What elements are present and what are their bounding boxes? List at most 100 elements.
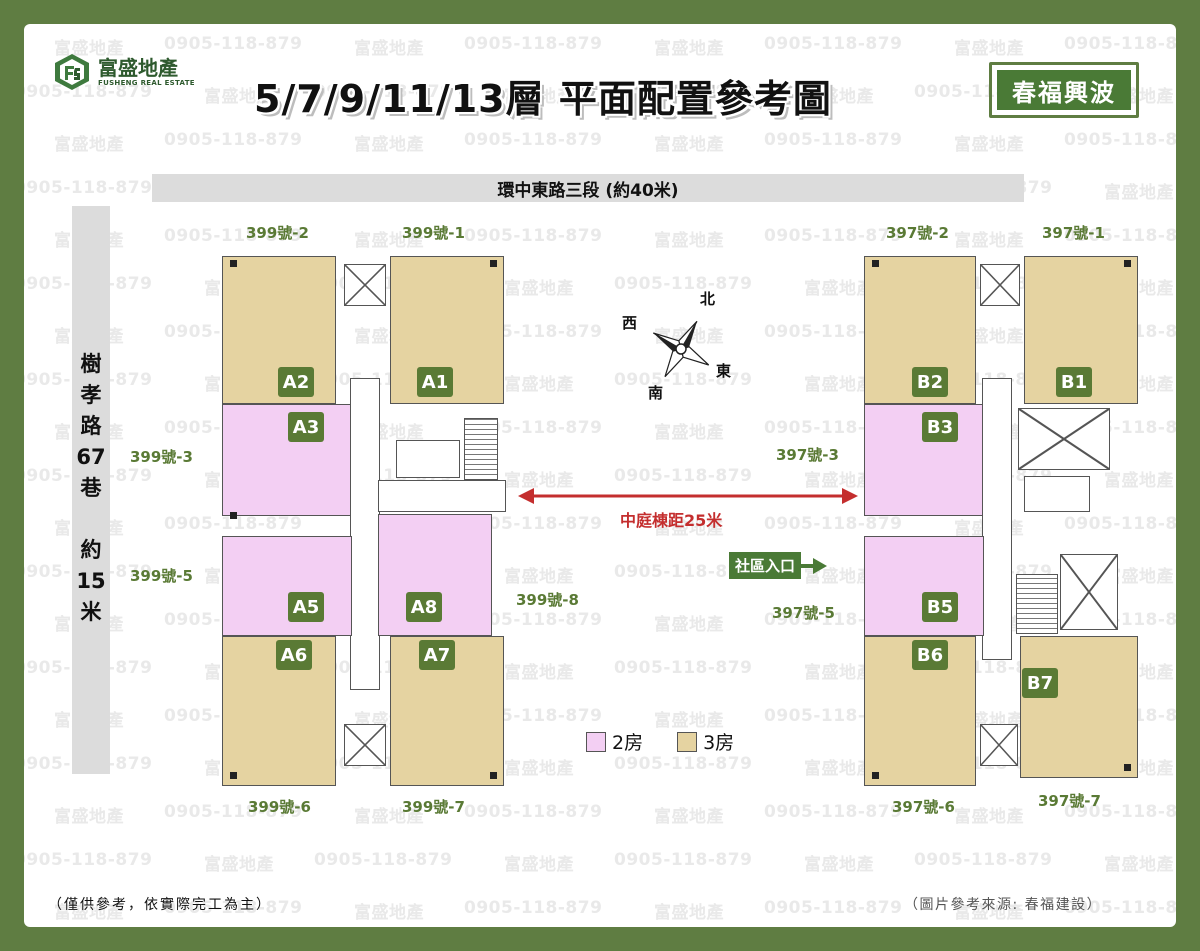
watermark-brand: 富盛地產 (804, 471, 874, 491)
company-logo: 富盛地產 FUSHENG REAL ESTATE (52, 52, 195, 92)
page-title: 5/7/9/11/13層 平面配置參考圖 (254, 77, 832, 121)
tag-a5: A5 (288, 592, 324, 622)
watermark-brand: 富盛地產 (804, 759, 874, 779)
watermark-brand: 富盛地產 (54, 903, 124, 923)
watermark-phone: 0905-118-879 (464, 898, 603, 918)
watermark-brand: 富盛地產 (1104, 183, 1174, 203)
watermark-phone: 0905-118-879 (464, 514, 603, 534)
pillar (872, 260, 879, 267)
watermark-phone: 0905-118-879 (164, 898, 303, 918)
community-entrance: 社區入口 (729, 552, 828, 579)
watermark-brand: 富盛地產 (654, 807, 724, 827)
label-397-7: 397號-7 (1038, 792, 1101, 810)
road-left-char: 15 (76, 569, 106, 593)
arrow-right-icon (813, 557, 828, 574)
watermark-phone: 0905-118-879 (24, 82, 153, 102)
watermark-phone: 0905-118-879 (464, 418, 603, 438)
watermark-brand: 富盛地產 (654, 519, 724, 539)
watermark-brand: 富盛地產 (354, 807, 424, 827)
watermark-phone: 0905-118-879 (614, 562, 753, 582)
watermark-brand: 富盛地產 (954, 39, 1024, 59)
compass-west: 西 (622, 314, 638, 332)
watermark-phone: 0905-118-879 (1064, 226, 1176, 246)
label-399-3: 399號-3 (130, 448, 193, 466)
entrance-arrow-shaft (801, 563, 814, 568)
watermark-phone: 0905-118-879 (1064, 130, 1176, 150)
shaft-b-top (980, 264, 1020, 306)
watermark-phone: 0905-118-879 (1064, 898, 1176, 918)
watermark-brand: 富盛地產 (804, 87, 874, 107)
watermark-brand: 富盛地產 (504, 567, 574, 587)
watermark-brand: 富盛地產 (504, 279, 574, 299)
core-corridor-b (982, 378, 1012, 660)
stair-b (1016, 574, 1058, 634)
watermark-brand: 富盛地產 (804, 279, 874, 299)
label-399-6: 399號-6 (248, 798, 311, 816)
pillar (230, 512, 237, 519)
watermark-brand: 富盛地產 (804, 375, 874, 395)
pillar (1124, 764, 1131, 771)
watermark-phone: 0905-118-879 (764, 130, 903, 150)
watermark-brand: 富盛地產 (54, 807, 124, 827)
watermark-phone: 0905-118-879 (614, 754, 753, 774)
stair-a (464, 418, 498, 480)
entrance-label: 社區入口 (729, 552, 802, 579)
compass-icon (652, 320, 710, 378)
watermark-brand: 富盛地產 (354, 39, 424, 59)
label-399-5: 399號-5 (130, 567, 193, 585)
watermark-brand: 富盛地產 (504, 375, 574, 395)
label-397-5: 397號-5 (772, 604, 835, 622)
compass-east: 東 (716, 362, 732, 380)
road-left-char: 路 (80, 414, 102, 438)
main-card: 富盛地產 0905-118-879 富盛地產 0905-118-879 富盛地產 0905… (24, 24, 1176, 927)
legend-label-2room: 2房 (612, 732, 644, 754)
unit-b7 (1020, 636, 1138, 778)
watermark-brand: 富盛地產 (804, 855, 874, 875)
watermark-phone: 0905-118-879 (164, 130, 303, 150)
shaft-bottom (344, 724, 386, 766)
road-top-label: 環中東路三段 (約40米) (497, 180, 679, 201)
pillar (1124, 260, 1131, 267)
tag-b3: B3 (922, 412, 958, 442)
watermark-phone: 0905-118-879 (164, 34, 303, 54)
watermark-phone: 0905-118-879 (614, 370, 753, 390)
watermark-brand: 富盛地產 (654, 39, 724, 59)
watermark-brand: 富盛地產 (354, 903, 424, 923)
legend-swatch-3room (677, 731, 698, 752)
watermark-phone: 0905-118-879 (314, 850, 453, 870)
watermark-phone: 0905-118-879 (24, 850, 153, 870)
watermark-phone: 0905-118-879 (764, 514, 903, 534)
logo-mark-icon (55, 54, 89, 90)
label-397-6: 397號-6 (892, 798, 955, 816)
road-left (72, 206, 110, 774)
unit-a5 (222, 536, 352, 636)
watermark-brand: 富盛地產 (354, 135, 424, 155)
legend-swatch-2room (586, 731, 606, 752)
logo-subtitle: FUSHENG REAL ESTATE (98, 79, 195, 87)
watermark-phone: 0905-118-879 (314, 82, 453, 102)
watermark-brand: 富盛地產 (1104, 567, 1174, 587)
legend: 2房 3房 (586, 728, 734, 755)
watermark-brand: 富盛地產 (954, 231, 1024, 251)
watermark-brand: 富盛地產 (954, 135, 1024, 155)
label-397-1: 397號-1 (1042, 224, 1105, 242)
watermark-phone: 0905-118-879 (614, 466, 753, 486)
tag-a8: A8 (406, 592, 442, 622)
label-399-8: 399號-8 (516, 591, 579, 609)
legend-label-3room: 3房 (703, 732, 735, 754)
watermark-phone: 0905-118-879 (464, 610, 603, 630)
watermark-brand: 富盛地產 (954, 903, 1024, 923)
label-399-7: 399號-7 (402, 798, 465, 816)
unit-a3 (222, 404, 352, 516)
watermark-phone: 0905-118-879 (614, 850, 753, 870)
tag-b1: B1 (1056, 367, 1092, 397)
watermark-phone: 0905-118-879 (464, 802, 603, 822)
watermark-brand: 富盛地產 (804, 663, 874, 683)
watermark-phone: 0905-118-879 (24, 178, 153, 198)
watermark-brand: 富盛地產 (54, 39, 124, 59)
watermark-phone: 0905-118-879 (914, 850, 1053, 870)
tag-a2: A2 (278, 367, 314, 397)
road-top: 環中東路三段 (約40米) (152, 174, 1024, 202)
watermark-brand: 富盛地產 (654, 423, 724, 443)
